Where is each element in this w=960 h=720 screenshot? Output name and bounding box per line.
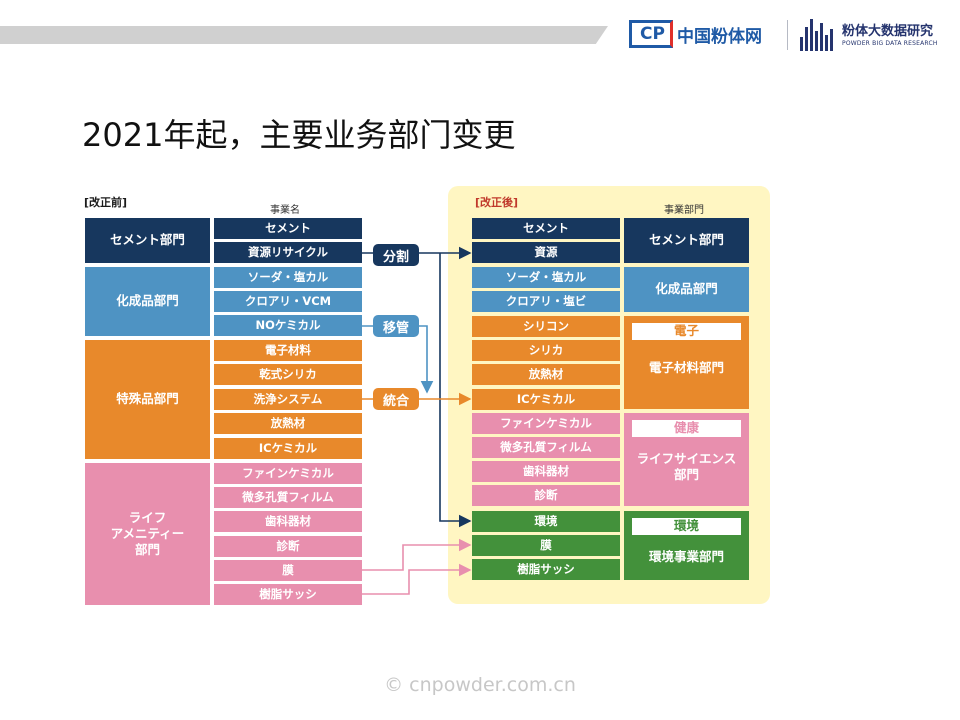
before-business-item: NOケミカル [214, 315, 362, 336]
after-business-item: 樹脂サッシ [472, 559, 620, 580]
after-business-item: 歯科器材 [472, 461, 620, 482]
after-dept-cement: セメント部門 [624, 218, 749, 263]
merge-tag: 統合 [373, 388, 419, 410]
after-dept-life-science: 健康 ライフサイエンス 部門 [624, 413, 749, 506]
department-header: 事業部門 [664, 205, 704, 216]
before-business-item: ファインケミカル [214, 463, 362, 484]
before-business-item: クロアリ・VCM [214, 291, 362, 312]
resin-sash-arrow [362, 563, 472, 595]
watermark: © cnpowder.com.cn [384, 674, 576, 696]
before-business-item: 診断 [214, 536, 362, 557]
cnpowder-logo-text: 中国粉体网 [677, 27, 762, 47]
before-business-item: 電子材料 [214, 340, 362, 361]
logo2-title: 粉体大数据研究 [842, 24, 934, 39]
environment-badge: 環境 [632, 518, 741, 535]
before-business-item: 樹脂サッシ [214, 584, 362, 605]
split-arrow-branch [439, 253, 472, 528]
after-business-item: 放熱材 [472, 364, 620, 385]
after-business-item: シリカ [472, 340, 620, 361]
after-business-item: 資源 [472, 242, 620, 263]
after-business-item: シリコン [472, 316, 620, 337]
after-business-item: 環境 [472, 511, 620, 532]
after-business-item: 診断 [472, 485, 620, 506]
before-business-item: 放熱材 [214, 413, 362, 434]
after-dept-electronics: 電子 電子材料部門 [624, 316, 749, 409]
after-business-item: ソーダ・塩カル [472, 267, 620, 288]
header-bar [0, 26, 608, 44]
powder-big-data-logo[interactable]: 粉体大数据研究 POWDER BIG DATA RESEARCH [800, 16, 950, 56]
logo2-subtitle: POWDER BIG DATA RESEARCH [842, 40, 938, 47]
electronics-dept-label: 電子材料部門 [648, 359, 724, 375]
after-business-item: 膜 [472, 535, 620, 556]
split-tag: 分割 [373, 244, 419, 266]
before-business-item: ソーダ・塩カル [214, 267, 362, 288]
before-business-item: 膜 [214, 560, 362, 581]
environment-dept-label: 環境事業部門 [648, 548, 724, 564]
page-title: 2021年起，主要业务部门变更 [82, 116, 516, 154]
after-label: [改正後] [475, 196, 519, 209]
cnpowder-logo-mark: CP [629, 20, 673, 48]
before-business-item: セメント [214, 218, 362, 239]
after-business-item: 微多孔質フィルム [472, 437, 620, 458]
life-science-dept-label: ライフサイエンス 部門 [636, 450, 737, 482]
logo-divider [787, 20, 788, 50]
health-badge: 健康 [632, 420, 741, 437]
electronics-badge: 電子 [632, 323, 741, 340]
membrane-arrow [362, 538, 472, 571]
after-business-item: セメント [472, 218, 620, 239]
after-business-item: クロアリ・塩ビ [472, 291, 620, 312]
after-business-item: ファインケミカル [472, 413, 620, 434]
before-business-item: 乾式シリカ [214, 364, 362, 385]
after-dept-chemicals: 化成品部門 [624, 267, 749, 312]
before-business-item: ICケミカル [214, 438, 362, 459]
before-dept-chemicals: 化成品部門 [85, 267, 210, 336]
before-business-item: 洗浄システム [214, 389, 362, 410]
business-name-header: 事業名 [270, 205, 300, 216]
after-business-item: ICケミカル [472, 389, 620, 410]
bar-chart-icon [800, 19, 834, 51]
move-tag: 移管 [373, 315, 419, 337]
before-business-item: 資源リサイクル [214, 242, 362, 263]
before-dept-specialty: 特殊品部門 [85, 340, 210, 459]
before-label: [改正前] [84, 196, 128, 209]
cnpowder-logo[interactable]: CP 中国粉体网 [629, 18, 779, 50]
before-dept-cement: セメント部門 [85, 218, 210, 263]
before-dept-life-amenity: ライフ アメニティー 部門 [85, 463, 210, 605]
after-dept-environment: 環境 環境事業部門 [624, 511, 749, 580]
before-business-item: 歯科器材 [214, 511, 362, 532]
before-business-item: 微多孔質フィルム [214, 487, 362, 508]
